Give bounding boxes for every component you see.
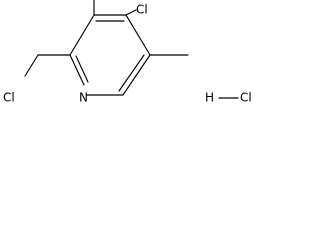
structure-svg: Cl Cl N H Cl	[3, 0, 252, 105]
chlorine-ring-label: Cl	[136, 3, 148, 17]
bond-ch2-cl	[24, 54, 39, 77]
chlorine-methyl-label: Cl	[3, 91, 15, 105]
molecule-structure-diagram: Cl Cl N H Cl	[0, 0, 264, 120]
bond-c6-c5	[122, 54, 151, 96]
atom-label-layer: Cl Cl N H Cl	[3, 3, 252, 105]
salt-hydrogen-label: H	[205, 91, 214, 105]
bond-layer	[24, 0, 239, 99]
bond-c3-c2	[69, 14, 95, 56]
bond-c5-c4	[125, 14, 151, 56]
bond-c4-cl	[125, 9, 137, 16]
bond-c6-c5-double	[118, 54, 145, 92]
bond-c2-n-double	[75, 55, 89, 83]
salt-chlorine-label: Cl	[240, 91, 252, 105]
nitrogen-label: N	[79, 91, 88, 105]
bond-c2-n	[69, 54, 85, 86]
